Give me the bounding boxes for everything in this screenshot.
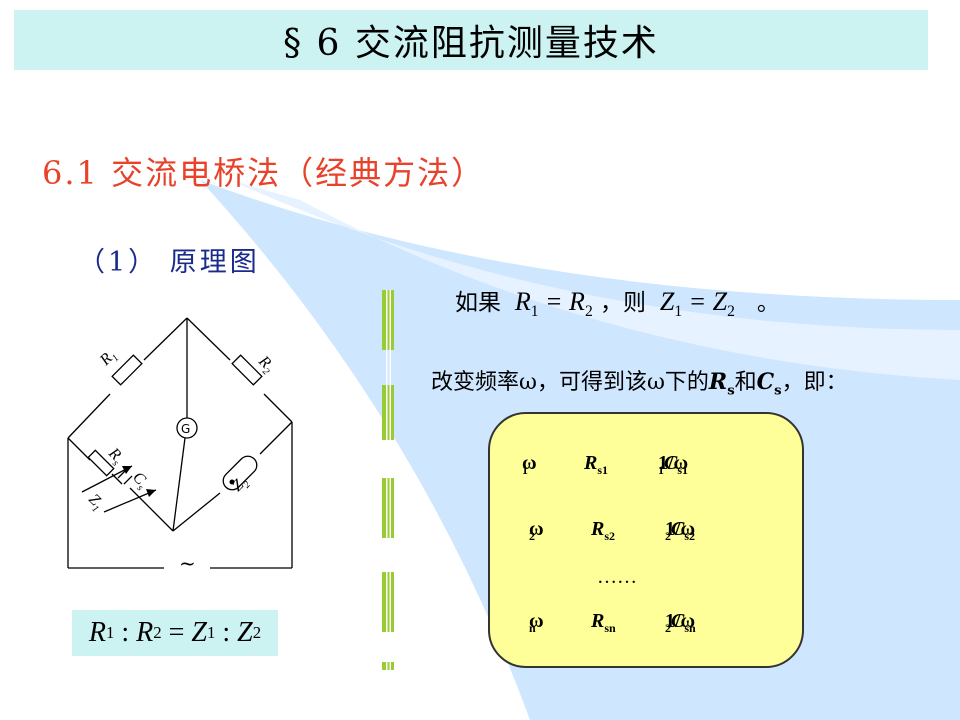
galvanometer-label: G — [181, 422, 190, 436]
subsection-heading: （1） 原理图 — [78, 247, 260, 278]
section-heading: 6.1 交流电桥法（经典方法） — [42, 154, 486, 192]
ellipsis: …… — [597, 566, 637, 588]
bridge-circuit-diagram: ~ G R1 R2 Rs Cs Z1 Z2 — [67, 317, 293, 575]
z1-label: Z1 — [83, 491, 107, 515]
page-title: § 6 交流阻抗测量技术 — [283, 23, 659, 64]
measurement-table — [488, 412, 804, 668]
frequency-statement: 改变频率ω，可得到该ω下的Rs和Cs，即： — [431, 369, 848, 399]
title-bar: § 6 交流阻抗测量技术 — [14, 10, 928, 70]
dashed-divider — [382, 290, 394, 670]
condition-statement: 如果 R1 = R2 ，则 Z1 = Z2 。 — [455, 287, 780, 321]
ac-source-symbol: ~ — [179, 551, 196, 575]
r1-label: R1 — [96, 346, 121, 371]
